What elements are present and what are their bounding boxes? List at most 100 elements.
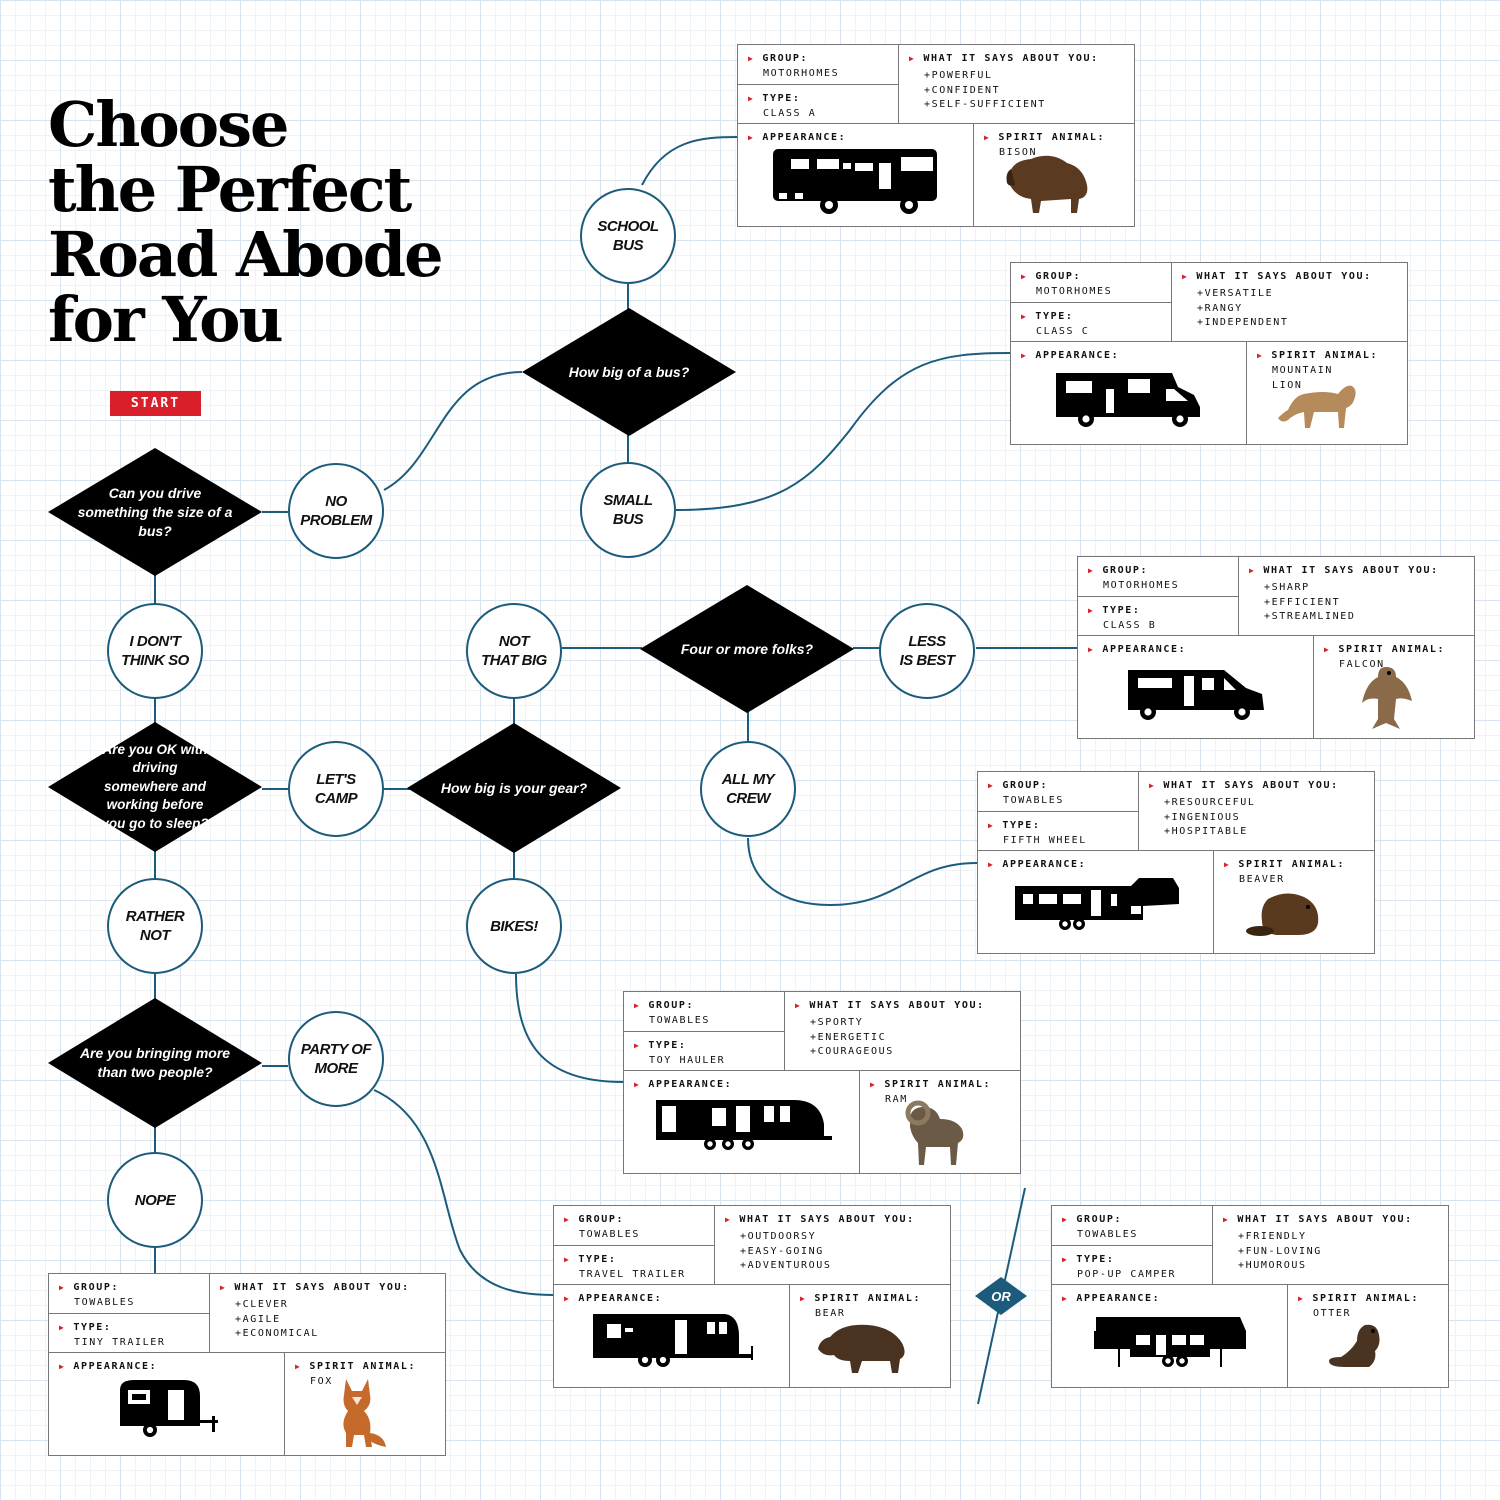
answer-party-of-more[interactable]: PARTY OF MORE	[288, 1011, 384, 1107]
traits-list: +RESOURCEFUL+INGENIOUS+HOSPITABLE	[1164, 796, 1255, 840]
trait: +INDEPENDENT	[1197, 317, 1289, 328]
trait: +SELF-SUFFICIENT	[924, 99, 1046, 110]
spirit-cell: SPIRIT ANIMAL: MOUNTAIN LION	[1247, 342, 1407, 444]
type-value: POP-UP CAMPER	[1077, 1269, 1177, 1280]
connector	[641, 136, 739, 186]
connector	[373, 1089, 555, 1296]
type-value: TINY TRAILER	[74, 1337, 166, 1348]
trait: +COURAGEOUS	[810, 1046, 894, 1057]
type-label: TYPE:	[1062, 1254, 1115, 1265]
type-cell: TYPE: TOY HAULER	[624, 1032, 785, 1071]
answer-lets-camp[interactable]: LET'S CAMP	[288, 741, 384, 837]
trait: +EASY-GOING	[740, 1245, 824, 1257]
group-value: MOTORHOMES	[763, 68, 840, 79]
appearance-label: APPEARANCE:	[1088, 644, 1186, 655]
trait: +CONFIDENT	[924, 84, 1001, 96]
type-value: FIFTH WHEEL	[1003, 835, 1087, 846]
otter-icon	[1325, 1317, 1395, 1377]
result-card-class-c: GROUP: MOTORHOMES TYPE: CLASS C WHAT IT …	[1010, 262, 1408, 445]
group-label: GROUP:	[748, 53, 808, 64]
traits-list: +OUTDOORSY +EASY-GOING +ADVENTUROUS	[740, 1230, 831, 1274]
answer-bikes[interactable]: BIKES!	[466, 878, 562, 974]
or-badge: OR	[975, 1277, 1027, 1315]
traits-cell: WHAT IT SAYS ABOUT YOU: +CLEVER+AGILE+EC…	[210, 1274, 445, 1353]
type-cell: TYPE: CLASS B	[1078, 597, 1239, 636]
spirit-label: SPIRIT ANIMAL:	[870, 1079, 991, 1090]
page-title: Choose the Perfect Road Abode for You	[48, 92, 468, 352]
spirit-value: FALCON	[1339, 659, 1385, 670]
says-label: WHAT IT SAYS ABOUT YOU:	[220, 1282, 410, 1293]
spirit-value: MOUNTAIN LION	[1272, 365, 1333, 391]
trait: +RESOURCEFUL	[1164, 797, 1256, 808]
question-more-than-two: Are you bringing more than two people?	[48, 998, 262, 1128]
result-card-travel-trailer: GROUP: TOWABLES TYPE: TRAVEL TRAILER WHA…	[553, 1205, 951, 1388]
trait: +ECONOMICAL	[235, 1328, 319, 1339]
group-cell: GROUP: MOTORHOMES	[1078, 557, 1239, 597]
bison-icon	[1001, 149, 1091, 223]
group-value: MOTORHOMES	[1036, 286, 1113, 297]
appearance-cell: APPEARANCE:	[1078, 636, 1314, 738]
spirit-cell: SPIRIT ANIMAL: BEAR	[790, 1285, 950, 1387]
traits-cell: WHAT IT SAYS ABOUT YOU: +SHARP+EFFICIENT…	[1239, 557, 1474, 636]
start-badge: START	[110, 391, 201, 416]
type-label: TYPE:	[988, 820, 1041, 831]
trait: +RANGY	[1197, 302, 1243, 314]
appearance-label: APPEARANCE:	[1062, 1293, 1160, 1304]
traits-cell: WHAT IT SAYS ABOUT YOU: +OUTDOORSY+EASY-…	[715, 1206, 950, 1285]
group-cell: GROUP: TOWABLES	[978, 772, 1139, 812]
group-label: GROUP:	[1088, 565, 1148, 576]
answer-small-bus[interactable]: SMALL BUS	[580, 462, 676, 558]
says-label: WHAT IT SAYS ABOUT YOU:	[1182, 271, 1372, 282]
answer-rather-not[interactable]: RATHER NOT	[107, 878, 203, 974]
appearance-cell: APPEARANCE:	[624, 1071, 860, 1173]
appearance-label: APPEARANCE:	[59, 1361, 157, 1372]
question-drive-bus: Can you drive something the size of a bu…	[48, 448, 262, 576]
group-cell: GROUP: MOTORHOMES	[1011, 263, 1172, 303]
appearance-label: APPEARANCE:	[564, 1293, 662, 1304]
group-label: GROUP:	[1062, 1214, 1122, 1225]
class-a-motorhome-icon	[771, 145, 941, 219]
answer-not-that-big[interactable]: NOT THAT BIG	[466, 603, 562, 699]
beaver-icon	[1246, 883, 1326, 943]
tiny-trailer-icon	[114, 1376, 220, 1446]
answer-nope[interactable]: NOPE	[107, 1152, 203, 1248]
type-value: CLASS A	[763, 108, 817, 119]
title-line: for You	[48, 283, 284, 356]
group-cell: GROUP: MOTORHOMES	[738, 45, 899, 85]
question-text: How big of a bus?	[568, 363, 690, 380]
answer-all-my-crew[interactable]: ALL MY CREW	[700, 741, 796, 837]
group-label: GROUP:	[634, 1000, 694, 1011]
toy-hauler-icon	[652, 1094, 832, 1164]
spirit-value: BEAVER	[1239, 874, 1285, 885]
trait: +AGILE	[235, 1313, 281, 1325]
spirit-label: SPIRIT ANIMAL:	[1257, 350, 1378, 361]
result-card-tiny-trailer: GROUP: TOWABLES TYPE: TINY TRAILER WHAT …	[48, 1273, 446, 1456]
type-label: TYPE:	[59, 1322, 112, 1333]
traits-list: +FRIENDLY+FUN-LOVING+HUMOROUS	[1238, 1230, 1322, 1274]
type-label: TYPE:	[564, 1254, 617, 1265]
traits-list: +POWERFUL+CONFIDENT+SELF-SUFFICIENT	[924, 69, 1046, 113]
answer-school-bus[interactable]: SCHOOL BUS	[580, 188, 676, 284]
group-label: GROUP:	[564, 1214, 624, 1225]
question-four-or-more: Four or more folks?	[640, 585, 854, 713]
trait: +OUTDOORSY	[740, 1231, 817, 1242]
answer-less-is-best[interactable]: LESS IS BEST	[879, 603, 975, 699]
title-line: the Perfect	[48, 153, 412, 226]
traits-list: +SHARP+EFFICIENT+STREAMLINED	[1264, 581, 1355, 625]
group-cell: GROUP: TOWABLES	[554, 1206, 715, 1246]
answer-no-problem[interactable]: NO PROBLEM	[288, 463, 384, 559]
or-label: OR	[991, 1288, 1011, 1304]
appearance-cell: APPEARANCE:	[554, 1285, 790, 1387]
ram-icon	[892, 1093, 972, 1173]
answer-dont-think-so[interactable]: I DON'T THINK SO	[107, 603, 203, 699]
falcon-icon	[1356, 661, 1416, 735]
type-label: TYPE:	[1088, 605, 1141, 616]
group-label: GROUP:	[988, 780, 1048, 791]
question-text: Four or more folks?	[680, 640, 814, 657]
type-value: TRAVEL TRAILER	[579, 1269, 686, 1280]
group-value: TOWABLES	[74, 1297, 135, 1308]
trait: +ADVENTUROUS	[740, 1260, 832, 1271]
says-label: WHAT IT SAYS ABOUT YOU:	[1223, 1214, 1413, 1225]
group-cell: GROUP: TOWABLES	[624, 992, 785, 1032]
spirit-value: BISON	[999, 147, 1038, 158]
